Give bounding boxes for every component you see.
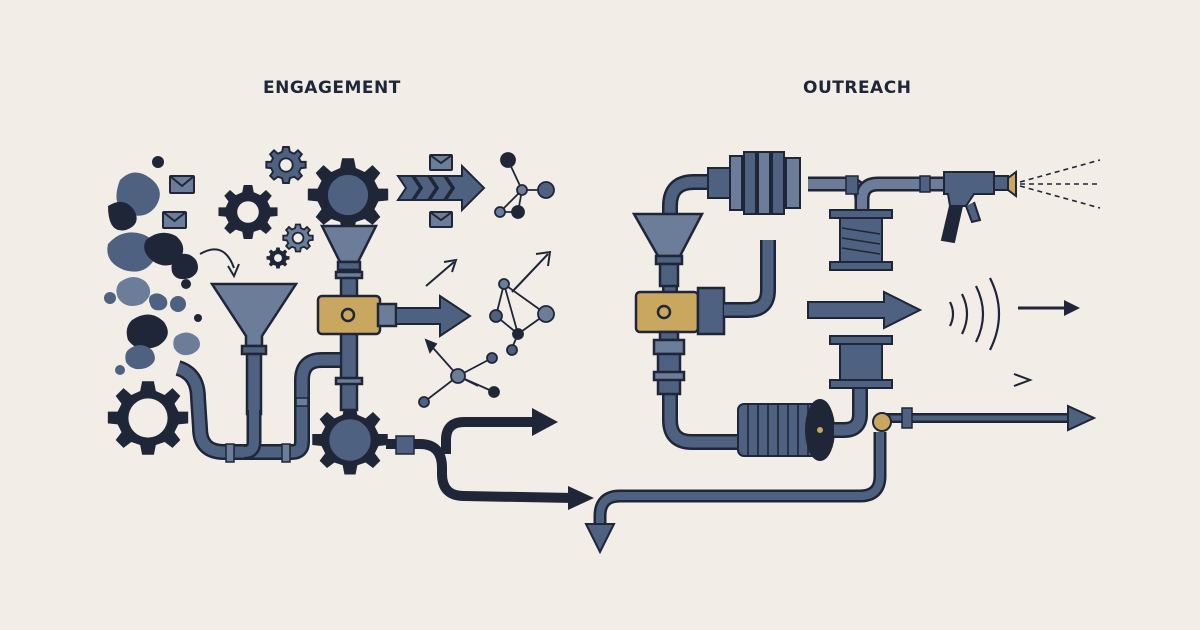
network-node-icon bbox=[494, 152, 555, 219]
gear-icon bbox=[107, 381, 189, 455]
pipe-icon bbox=[834, 384, 868, 438]
gear-icon bbox=[266, 247, 290, 269]
gear-icon bbox=[312, 405, 388, 475]
funnel-icon bbox=[631, 212, 705, 288]
signal-waves-icon bbox=[949, 277, 1000, 351]
gear-icon bbox=[307, 158, 389, 232]
pipe-icon bbox=[724, 240, 776, 318]
coil-icon bbox=[829, 209, 893, 271]
outreach-title: OUTREACH bbox=[803, 78, 912, 98]
flow-arrow bbox=[386, 408, 594, 510]
gear-icon bbox=[218, 185, 278, 239]
network-node-icon bbox=[489, 278, 555, 356]
arrow-icon bbox=[395, 294, 472, 338]
chevron-icon bbox=[1013, 373, 1033, 387]
funnel-icon bbox=[209, 282, 299, 416]
arrow-icon bbox=[807, 290, 923, 330]
funnel-icon bbox=[319, 224, 379, 412]
valve-icon bbox=[634, 286, 726, 396]
envelope-icon bbox=[429, 211, 453, 228]
coil-icon bbox=[707, 151, 801, 215]
spray-gun-icon bbox=[940, 170, 1017, 244]
engagement-title: ENGAGEMENT bbox=[263, 78, 401, 98]
envelope-icon bbox=[429, 154, 453, 171]
envelope-icon bbox=[169, 175, 195, 194]
spray-lines bbox=[1019, 159, 1101, 209]
coil-icon bbox=[829, 335, 893, 389]
pipe-icon bbox=[593, 432, 887, 530]
arrow-icon bbox=[425, 250, 552, 293]
curved-arrow-icon bbox=[199, 248, 235, 269]
gear-icon bbox=[265, 146, 307, 184]
arrow-icon bbox=[872, 404, 1097, 432]
arrow-icon bbox=[1018, 300, 1080, 316]
network-node-icon bbox=[418, 338, 500, 408]
arrow-icon bbox=[396, 163, 486, 213]
particle-cloud bbox=[104, 156, 202, 375]
arrow-icon bbox=[584, 523, 616, 555]
valve-icon bbox=[316, 294, 398, 336]
pipe-icon bbox=[175, 352, 340, 460]
coil-icon bbox=[737, 399, 835, 461]
gear-icon bbox=[282, 223, 314, 253]
envelope-icon bbox=[162, 211, 187, 229]
